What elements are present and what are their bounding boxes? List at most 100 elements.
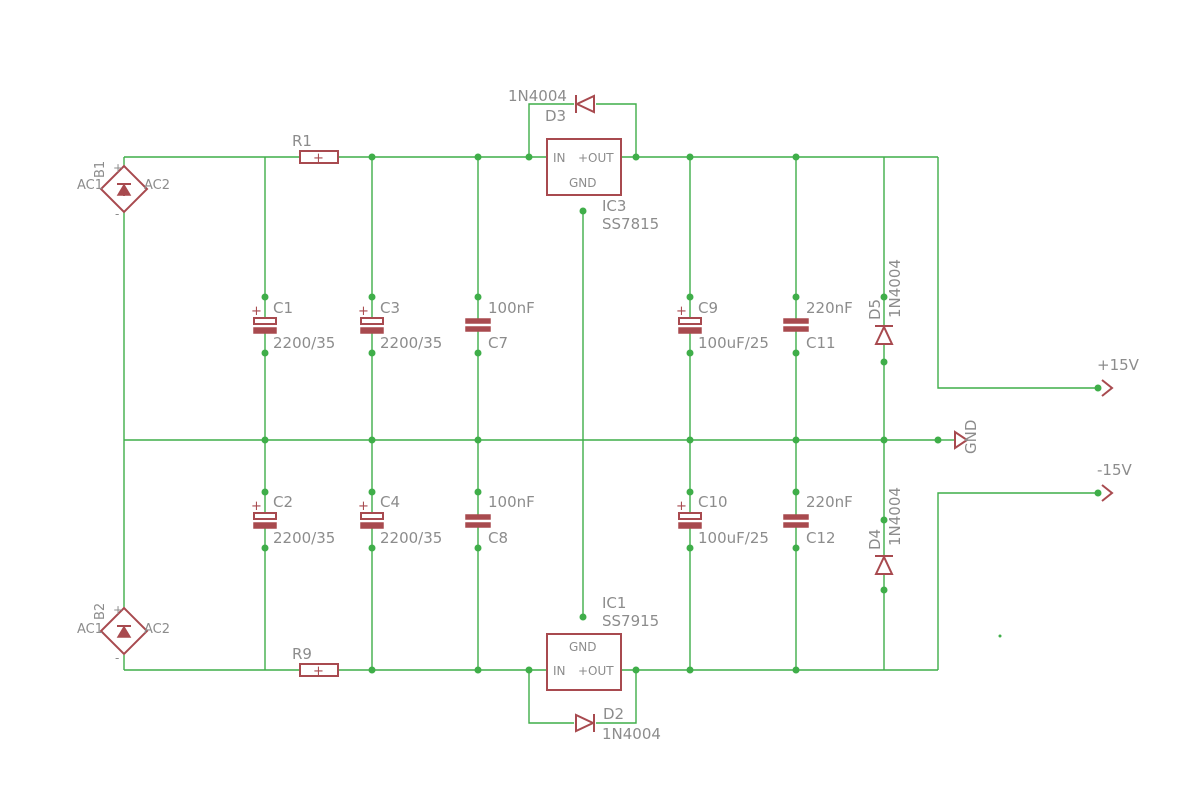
regulator-ic3[interactable]: IN + OUT GND IC3 SS7815 [546, 138, 659, 233]
pin-dot [792, 488, 800, 496]
supply-gnd[interactable]: GND [938, 420, 980, 454]
pin-dot [261, 293, 269, 301]
c10-ref: C10 [698, 493, 728, 511]
wire-d2-bypass-out [596, 670, 637, 724]
capacitor-c7[interactable]: 100nF C7 [465, 299, 535, 352]
junction [474, 666, 482, 674]
polarized-capacitor-icon [360, 512, 384, 520]
supply-pos[interactable]: +15V [1097, 356, 1140, 397]
pin-dot [261, 488, 269, 496]
diode-d2[interactable]: D2 1N4004 [575, 705, 661, 743]
supply-arrow-icon [1101, 379, 1114, 397]
resistor-r9[interactable]: + R9 [292, 645, 339, 679]
bridge-b1[interactable]: B1 + - AC1 AC2 [77, 161, 170, 221]
ground-icon [954, 430, 969, 450]
capacitor-icon [465, 514, 491, 520]
polarized-capacitor-icon [678, 512, 702, 520]
pin-dot [686, 293, 694, 301]
c3-ref: C3 [380, 299, 400, 317]
c4-value: 2200/35 [380, 529, 442, 547]
regulator-icon [546, 633, 622, 691]
ic1-pin-gnd: GND [569, 640, 597, 654]
c7-value: 100nF [488, 299, 535, 317]
capacitor-c2[interactable]: + C2 2200/35 [251, 493, 335, 547]
capacitor-c11[interactable]: 220nF C11 [783, 299, 853, 352]
pin-dot [792, 544, 800, 552]
diode-d4[interactable]: D4 1N4004 [866, 487, 904, 575]
ic3-value: SS7815 [602, 215, 659, 233]
capacitor-c10[interactable]: + C10 100uF/25 [676, 493, 769, 547]
ic1-pin-in: IN [553, 664, 566, 678]
diode-d5[interactable]: D5 1N4004 [866, 259, 904, 345]
d3-value: 1N4004 [508, 87, 567, 105]
capacitor-c12[interactable]: 220nF C12 [783, 493, 853, 547]
junction [525, 666, 533, 674]
b2-ac1: AC1 [77, 622, 103, 637]
capacitor-c1[interactable]: + C1 2200/35 [251, 299, 335, 352]
pin-dot [1094, 489, 1102, 497]
resistor-plus-icon: + [313, 151, 324, 166]
wire-neg-out [937, 492, 1098, 670]
ic3-pin-in: IN [553, 151, 566, 165]
pin-dot [686, 488, 694, 496]
d2-value: 1N4004 [602, 725, 661, 743]
ic1-value: SS7915 [602, 612, 659, 630]
supply-neg[interactable]: -15V [1097, 461, 1132, 502]
pin-dot [686, 349, 694, 357]
c2-value: 2200/35 [273, 529, 335, 547]
pin-dot [368, 293, 376, 301]
d3-ref: D3 [545, 107, 566, 125]
bridge-b2[interactable]: B2 + - AC1 AC2 [77, 603, 170, 665]
plus-icon: + [358, 499, 369, 514]
diode-icon [575, 713, 596, 733]
pin-dot [579, 207, 587, 215]
pin-dot [686, 544, 694, 552]
d4-ref: D4 [866, 529, 884, 550]
b1-minus: - [115, 207, 119, 221]
capacitor-plate [253, 327, 277, 334]
capacitor-plate [360, 522, 384, 529]
resistor-icon [299, 150, 339, 164]
capacitor-plate [783, 326, 809, 332]
supply-pos-label: +15V [1097, 356, 1140, 374]
bridge-rectifier-icon [99, 606, 149, 656]
diode-icon [574, 94, 595, 114]
ic3-pin-out-plus: + [578, 151, 588, 165]
wire-pos-out [937, 157, 1098, 389]
b1-ac1: AC1 [77, 178, 103, 193]
d5-ref: D5 [866, 299, 884, 320]
b2-plus: + [113, 603, 123, 617]
c11-ref: C11 [806, 334, 836, 352]
wire-d2-bypass [528, 670, 574, 724]
diode-d3[interactable]: 1N4004 D3 [508, 87, 595, 125]
pin-dot [880, 586, 888, 594]
pin-dot [880, 293, 888, 301]
pin-dot [880, 358, 888, 366]
polarized-capacitor-icon [678, 317, 702, 325]
diode-triangle-icon [116, 625, 132, 638]
capacitor-c4[interactable]: + C4 2200/35 [358, 493, 442, 547]
capacitor-icon [783, 318, 809, 324]
junction [792, 666, 800, 674]
c4-ref: C4 [380, 493, 400, 511]
resistor-r1[interactable]: + R1 [292, 132, 339, 166]
capacitor-c3[interactable]: + C3 2200/35 [358, 299, 442, 352]
junction [632, 153, 640, 161]
capacitor-c8[interactable]: 100nF C8 [465, 493, 535, 547]
junction [261, 436, 269, 444]
capacitor-plate [678, 327, 702, 334]
capacitor-icon [783, 514, 809, 520]
polarized-capacitor-icon [253, 317, 277, 325]
junction [686, 153, 694, 161]
c1-ref: C1 [273, 299, 293, 317]
resistor-icon [299, 663, 339, 677]
junction [686, 666, 694, 674]
diode-icon [874, 554, 894, 575]
regulator-ic1[interactable]: GND IN + OUT IC1 SS7915 [546, 594, 659, 691]
c2-ref: C2 [273, 493, 293, 511]
capacitor-c9[interactable]: + C9 100uF/25 [676, 299, 769, 352]
junction [368, 153, 376, 161]
bridge-rectifier-icon [99, 164, 149, 214]
capacitor-plate [253, 522, 277, 529]
